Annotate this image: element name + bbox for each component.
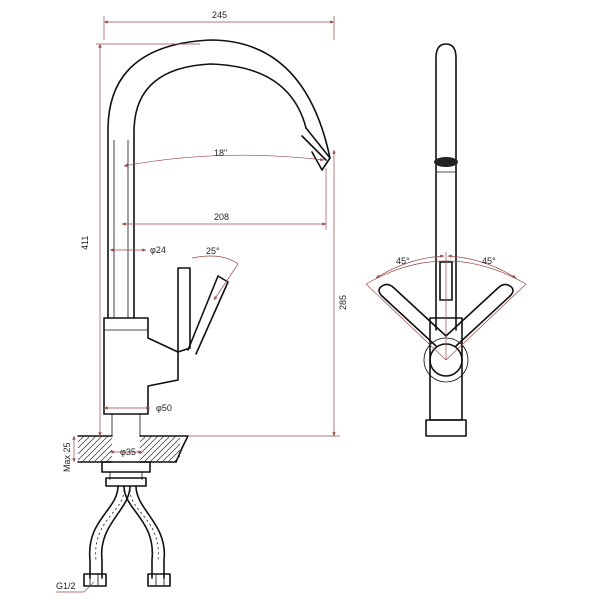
deck-hatch-line bbox=[77, 435, 85, 443]
deck-hatch-line bbox=[139, 435, 147, 443]
deck-hatch-line bbox=[105, 455, 113, 463]
dim-245-label: 245 bbox=[212, 10, 227, 20]
deck-hatch-line bbox=[173, 455, 181, 463]
dim-max-thickness-label: Max 25 bbox=[62, 442, 72, 472]
deck-hatch-line bbox=[167, 449, 181, 463]
deck-hatch-line bbox=[149, 435, 177, 463]
deck-hatch-line bbox=[87, 437, 113, 463]
left-angle-label: 45° bbox=[396, 256, 410, 266]
front-view: 245 411 18" 208 φ24 25° 285 φ50 φ35 Max … bbox=[56, 10, 348, 593]
deck-hatch-line bbox=[139, 435, 153, 449]
supply-hoses bbox=[83, 485, 171, 587]
dim-285-label: 285 bbox=[338, 295, 348, 310]
deck-hatch-line bbox=[139, 435, 159, 455]
deck-hatch-line bbox=[93, 443, 113, 463]
side-handle-left bbox=[378, 283, 447, 347]
deck-section bbox=[77, 435, 189, 487]
side-spout-tube bbox=[435, 43, 457, 331]
deck-hatch-line bbox=[155, 437, 181, 463]
deck-hatch-line bbox=[77, 435, 91, 449]
dim-body-dia-label: φ50 bbox=[156, 403, 172, 413]
mixer-body bbox=[103, 317, 179, 415]
deck-hatch-line bbox=[143, 435, 171, 463]
dim-tube-dia-label: φ24 bbox=[150, 245, 166, 255]
deck-hatch-line bbox=[139, 435, 165, 461]
spout-inner-outline bbox=[133, 63, 307, 319]
side-view: 45° 45° bbox=[365, 43, 527, 437]
dim-208-label: 208 bbox=[214, 212, 229, 222]
right-angle-label: 45° bbox=[482, 256, 496, 266]
thread-label: G1/2 bbox=[56, 581, 76, 591]
dim-arc-label: 18" bbox=[214, 148, 227, 158]
deck-hatch-line bbox=[81, 435, 109, 463]
side-aerator bbox=[434, 157, 458, 167]
deck-hatch-line bbox=[161, 443, 181, 463]
deck-hatch-line bbox=[77, 435, 97, 455]
deck-hatch-line bbox=[77, 435, 103, 461]
spout-outer-outline bbox=[107, 39, 331, 319]
lever-handle-open bbox=[187, 275, 229, 355]
dim-handle-angle-label: 25° bbox=[206, 246, 220, 256]
dim-hole-dia-label: φ35 bbox=[120, 447, 136, 457]
side-handle-right bbox=[445, 283, 514, 347]
lever-handle bbox=[177, 267, 191, 353]
dim-411-label: 411 bbox=[80, 236, 90, 250]
spout-tip bbox=[301, 127, 331, 171]
